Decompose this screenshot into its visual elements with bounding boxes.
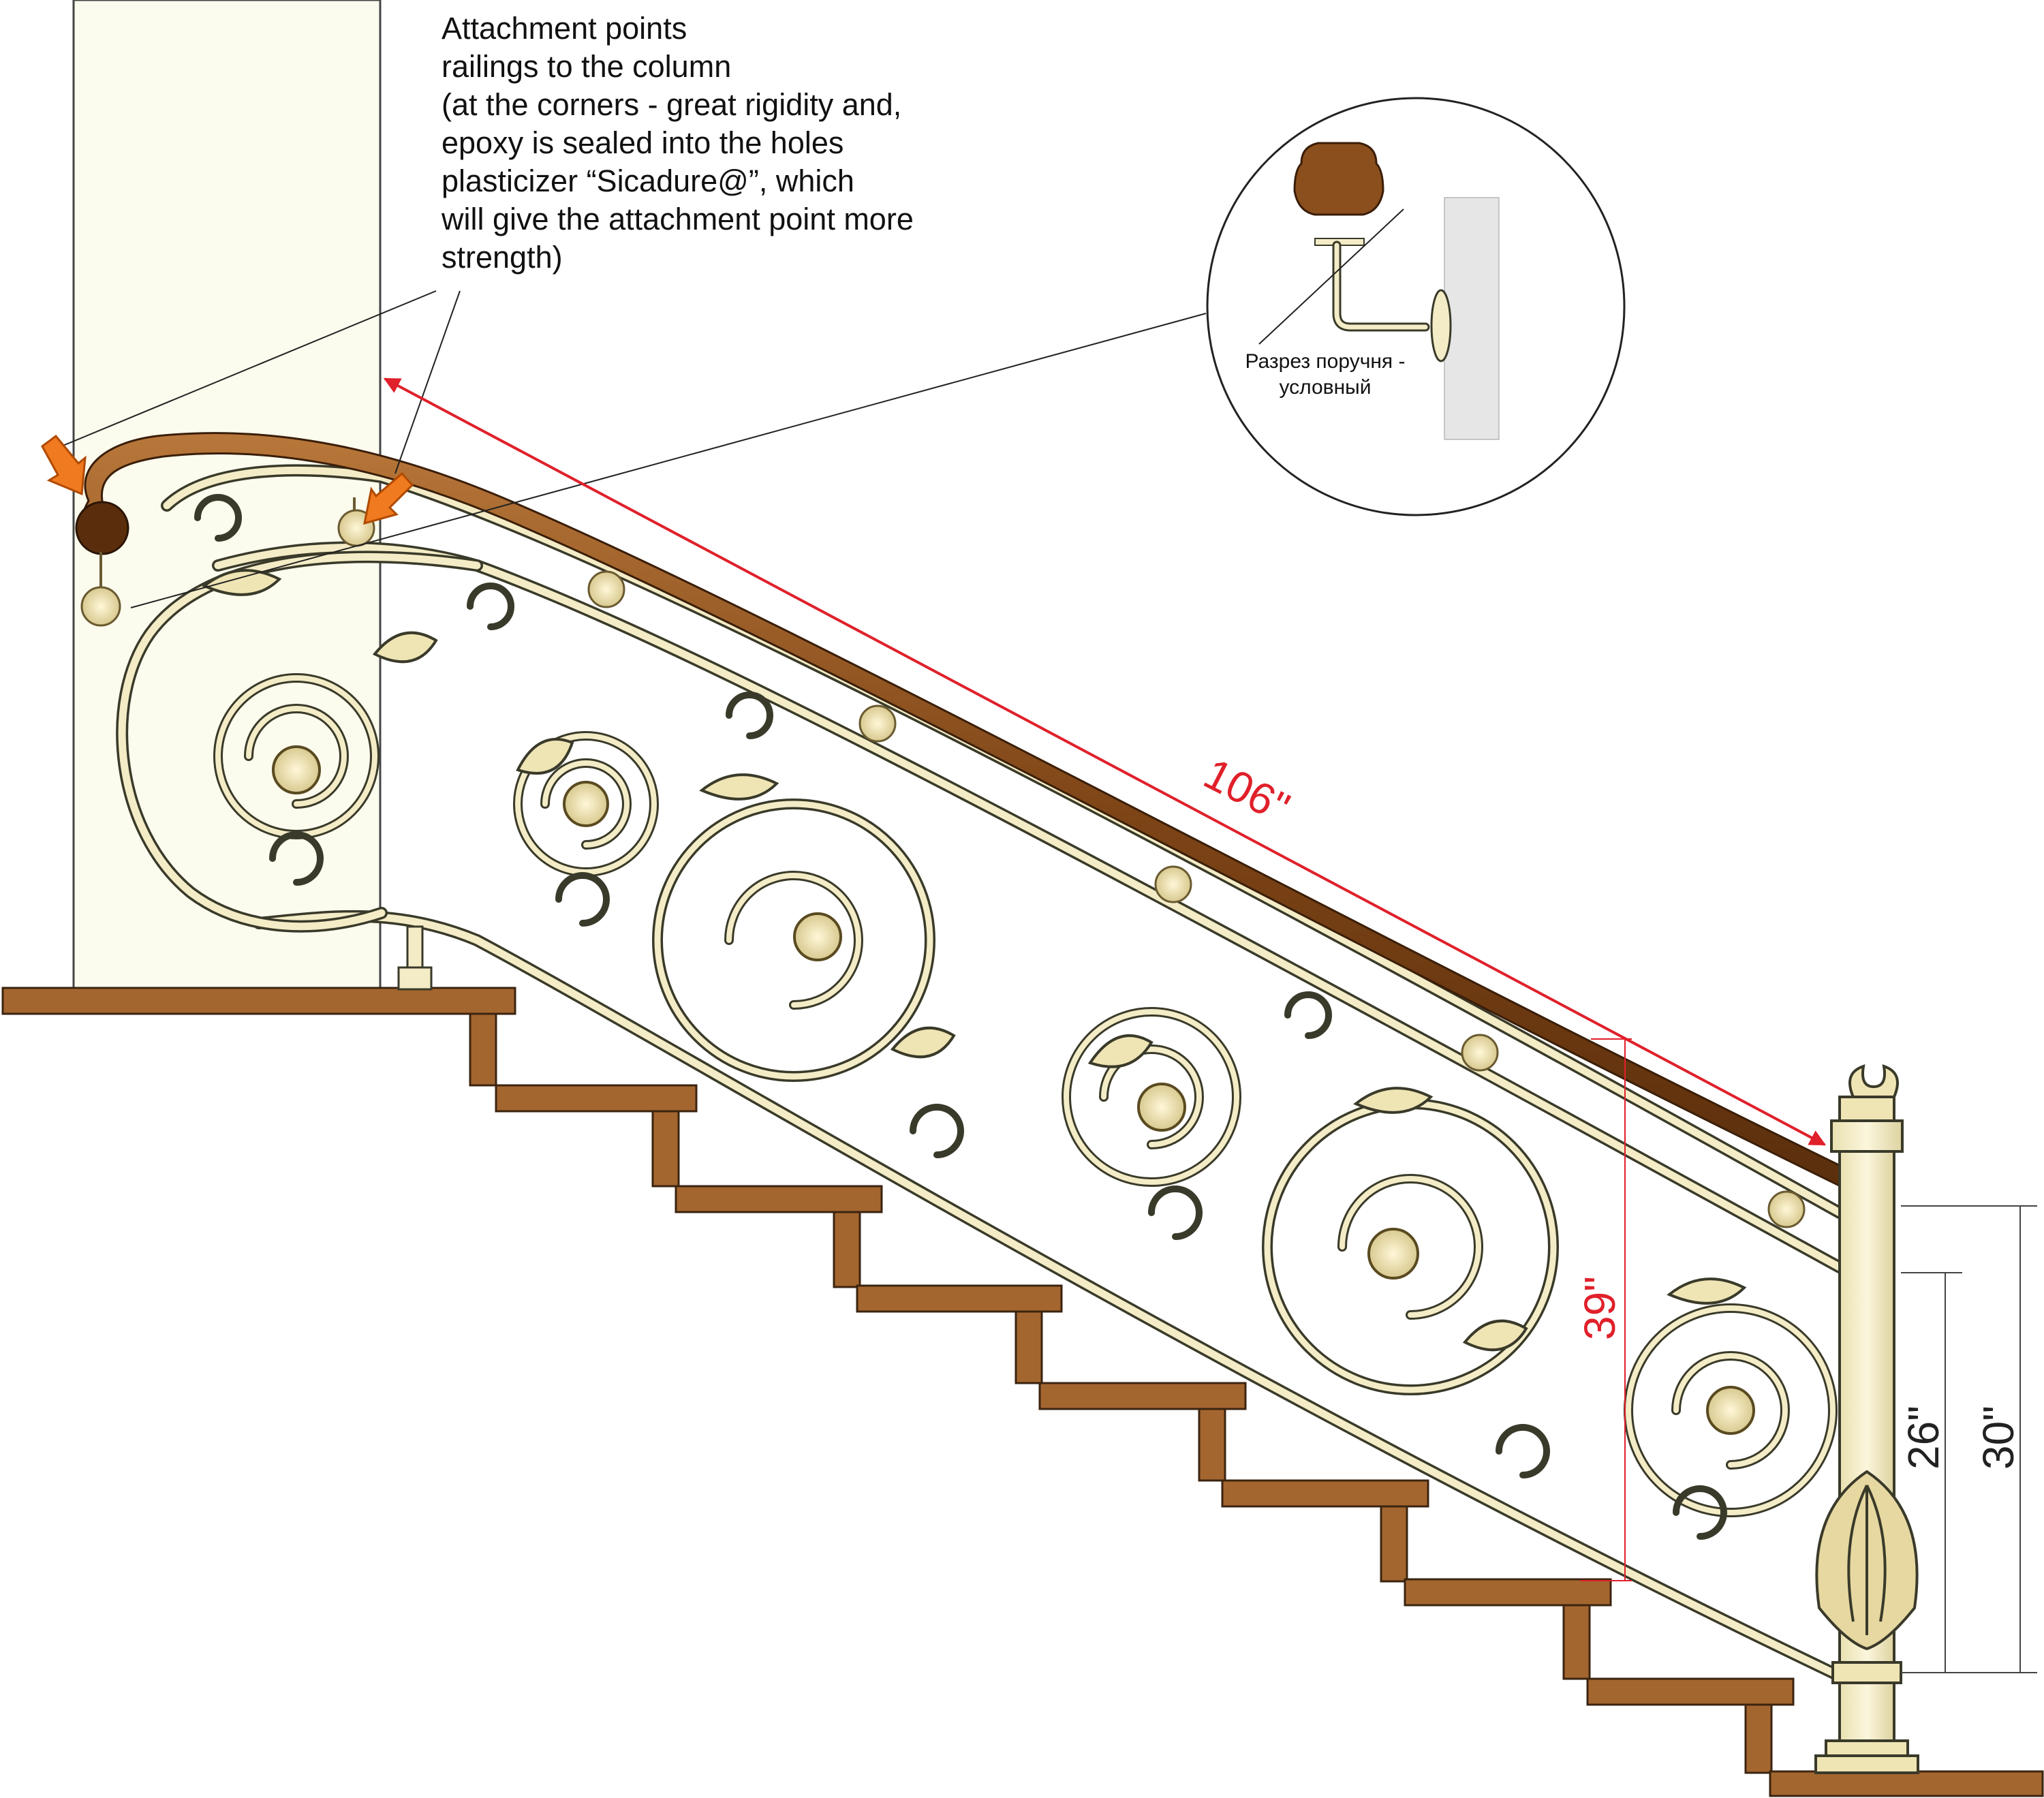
attachment-note: Attachment points railings to the column… [442,10,1055,277]
newel-post [1814,1064,1919,1774]
handrail-end-cap [75,501,129,555]
note-line: will give the attachment point more [442,202,914,236]
arrow-icon [41,434,87,496]
dimension-label-30: 30" [1974,1406,2023,1470]
rail-rosette [1461,1034,1499,1072]
scroll-6 [1624,1303,1838,1517]
wall-rosette [80,586,121,627]
stair-riser [469,1012,497,1087]
note-line: strength) [442,240,563,275]
stair-riser [1380,1505,1408,1583]
stair-riser [1198,1408,1226,1482]
stair-riser [1015,1310,1043,1384]
post-finial [1848,1064,1899,1098]
detail-circle [1206,97,1626,516]
post-dimensions [1901,1205,2037,1673]
note-line: railings to the column [442,49,732,84]
dimension-label-26: 26" [1899,1406,1948,1470]
note-line: epoxy is sealed into the holes [442,125,844,160]
inner-top-rail [212,541,1846,1273]
stair-tread [856,1284,1063,1313]
stair-tread [1038,1382,1247,1410]
rail-rosette [1767,1190,1806,1228]
stair-tread [1769,1770,2044,1797]
stair-tread [1404,1578,1612,1607]
stair-tread [495,1084,698,1113]
wall-column [72,0,382,989]
stair-riser [833,1211,861,1288]
dimension-label-39: 39" [1575,1276,1624,1340]
top-rail [161,464,1846,1219]
rail-rosette [1154,865,1192,903]
handrail-profile [1293,142,1384,216]
rail-rosette [587,570,625,608]
note-line: plasticizer “Sicadure@”, which [442,164,854,198]
wall-section [1444,197,1500,440]
stair-tread [1586,1677,1795,1706]
rail-rosette [858,704,897,743]
note-line: Attachment points [442,11,687,46]
stair-tread [675,1185,883,1213]
note-line: (at the corners - great rigidity and, [442,87,902,122]
stair-riser [1562,1604,1591,1680]
support-foot [397,925,433,991]
section-detail: Разрез поручня - условный [1206,97,1626,516]
dimension-39 [1581,1038,1632,1581]
stair-tread [1221,1479,1429,1508]
stair-riser [651,1110,680,1188]
leaf-accents [202,569,1747,1352]
detail-caption: условный [1279,376,1371,399]
wall-flange [1430,289,1452,362]
stair-landing [1,987,516,1015]
dimension-line-106 [383,377,1827,1146]
stair-riser [1744,1703,1773,1774]
detail-caption: Разрез поручня - [1245,350,1406,373]
